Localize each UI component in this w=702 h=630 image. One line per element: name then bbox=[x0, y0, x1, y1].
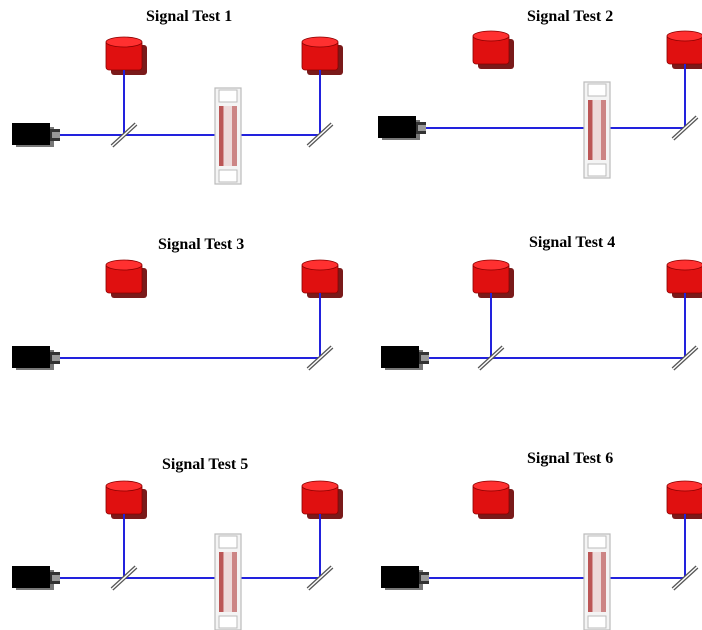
laser-source bbox=[12, 346, 60, 370]
panel-svg bbox=[381, 259, 702, 371]
panel-title: Signal Test 2 bbox=[527, 8, 614, 25]
laser-source bbox=[381, 566, 429, 590]
sample-cell bbox=[583, 533, 611, 630]
left-mirror bbox=[110, 565, 138, 591]
right-mirror bbox=[671, 565, 699, 591]
sample-cell bbox=[214, 87, 242, 185]
right-detector bbox=[301, 259, 343, 298]
panel-1: Signal Test 1 bbox=[0, 0, 351, 210]
panel-svg bbox=[378, 30, 702, 179]
right-detector bbox=[666, 259, 702, 298]
panel-3: Signal Test 3 bbox=[0, 210, 351, 420]
panel-title: Signal Test 5 bbox=[162, 456, 249, 473]
left-mirror bbox=[477, 345, 505, 371]
panel-title: Signal Test 4 bbox=[529, 234, 616, 251]
right-mirror bbox=[306, 565, 334, 591]
laser-source bbox=[12, 566, 60, 590]
laser-source bbox=[378, 116, 426, 140]
right-detector bbox=[666, 30, 702, 69]
laser-source bbox=[12, 123, 60, 147]
right-mirror bbox=[306, 345, 334, 371]
right-detector bbox=[666, 480, 702, 519]
right-detector bbox=[301, 480, 343, 519]
right-mirror bbox=[306, 122, 334, 148]
panel-4: Signal Test 4 bbox=[351, 210, 702, 420]
left-detector bbox=[472, 30, 514, 69]
left-detector bbox=[472, 480, 514, 519]
panel-6: Signal Test 6 bbox=[351, 420, 702, 630]
left-detector bbox=[105, 480, 147, 519]
left-detector bbox=[105, 36, 147, 75]
panel-title: Signal Test 6 bbox=[527, 450, 614, 467]
panel-title: Signal Test 3 bbox=[158, 236, 245, 253]
left-detector bbox=[472, 259, 514, 298]
panel-svg bbox=[381, 480, 702, 630]
right-mirror bbox=[671, 345, 699, 371]
right-detector bbox=[301, 36, 343, 75]
panel-title: Signal Test 1 bbox=[146, 8, 233, 25]
panel-svg bbox=[12, 36, 343, 185]
panel-2: Signal Test 2 bbox=[351, 0, 702, 210]
panel-svg bbox=[12, 480, 343, 630]
left-detector bbox=[105, 259, 147, 298]
panel-5: Signal Test 5 bbox=[0, 420, 351, 630]
panel-svg bbox=[12, 259, 343, 371]
sample-cell bbox=[583, 81, 611, 179]
left-mirror bbox=[110, 122, 138, 148]
sample-cell bbox=[214, 533, 242, 630]
right-mirror bbox=[671, 115, 699, 141]
laser-source bbox=[381, 346, 429, 370]
